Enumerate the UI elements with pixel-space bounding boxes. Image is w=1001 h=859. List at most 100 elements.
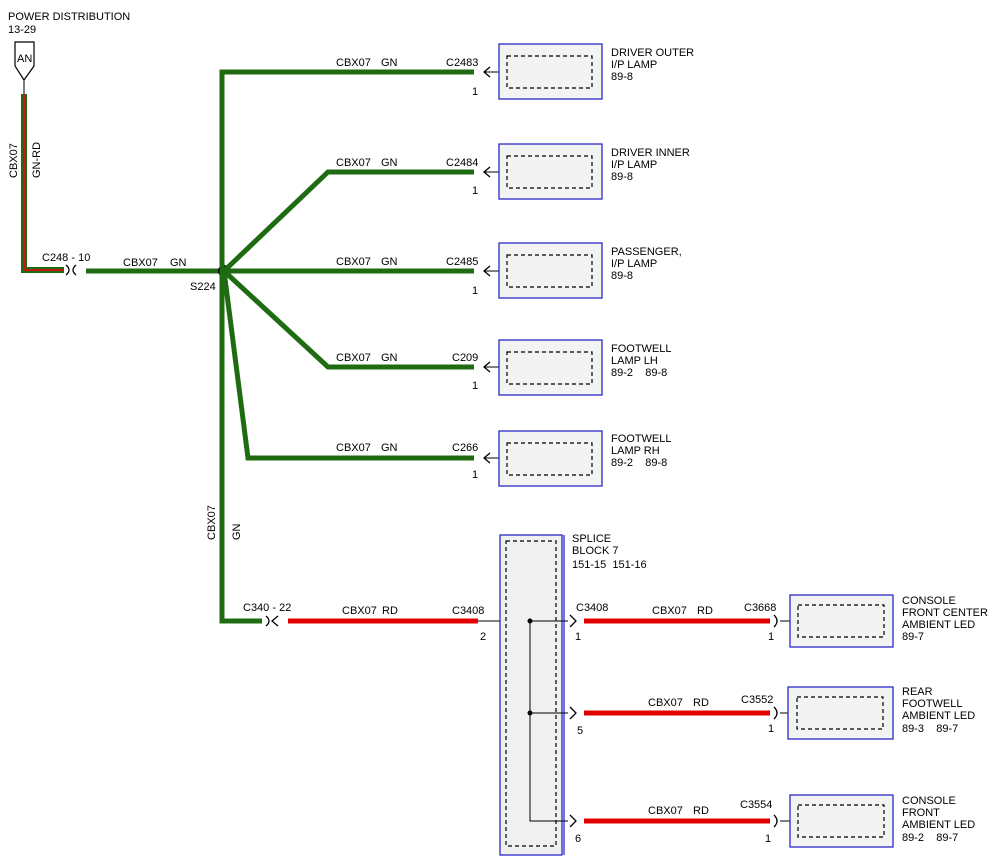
inline-connector-c340-label: C340 - 22 <box>243 602 291 614</box>
component-label-line: AMBIENT LED <box>902 819 975 831</box>
splice-out-connector-pin-5 <box>569 706 577 720</box>
branch-circuit-label: CBX07 <box>336 256 371 268</box>
component-ref: 89-2 89-7 <box>902 832 958 844</box>
component-label-line: FOOTWELL <box>611 433 672 445</box>
component-ref: 89-2 89-8 <box>611 367 667 379</box>
component-ref: 89-3 89-7 <box>902 723 958 735</box>
component-label-line: CONSOLE <box>902 595 956 607</box>
splice-pin-label: 5 <box>577 725 583 737</box>
feed-circuit-label: CBX07 <box>123 257 158 269</box>
branch-pin-label: 1 <box>472 285 478 297</box>
branch-pin-label: 1 <box>472 86 478 98</box>
branch-color-label: GN <box>381 157 398 169</box>
splice-feed-color-label: RD <box>382 605 398 617</box>
component-label-line: CONSOLE <box>902 795 956 807</box>
led-color-label: RD <box>693 805 709 817</box>
branch-connector-label: C209 <box>452 352 478 364</box>
splice-block-ref: 151-15 151-16 <box>572 559 647 571</box>
splice-block-out-connector-label: C3408 <box>576 602 608 614</box>
splice-out-connector-pin-1 <box>569 614 577 628</box>
component-footwell-lamp-rh <box>498 430 603 487</box>
led-pin-label: 1 <box>768 723 774 735</box>
branch-connector-label: C2483 <box>446 57 478 69</box>
branch-color-label: GN <box>381 442 398 454</box>
led-circuit-label: CBX07 <box>648 805 683 817</box>
branch-color-label: GN <box>381 57 398 69</box>
component-label-line: FRONT <box>902 807 940 819</box>
header-ref: 13-29 <box>8 24 36 36</box>
component-ref: 89-2 89-8 <box>611 457 667 469</box>
component-label-line: LAMP LH <box>611 355 658 367</box>
source-terminal-label: AN <box>17 53 32 65</box>
header-title: POWER DISTRIBUTION <box>8 11 130 23</box>
vertical-feed-color-label: GN <box>231 523 243 540</box>
branch-color-label: GN <box>381 352 398 364</box>
component-footwell-lamp-lh <box>498 339 603 396</box>
component-label-line: AMBIENT LED <box>902 619 975 631</box>
led-circuit-label: CBX07 <box>652 605 687 617</box>
branch-color-label: GN <box>381 256 398 268</box>
component-label-line: LAMP RH <box>611 445 660 457</box>
inline-connector-c248-label: C248 - 10 <box>42 252 90 264</box>
branch-circuit-label: CBX07 <box>336 442 371 454</box>
source-color-label: GN-RD <box>31 142 43 178</box>
component-rear-footwell-led <box>787 686 894 740</box>
splice-block-label: BLOCK 7 <box>572 545 618 557</box>
component-ref: 89-8 <box>611 270 633 282</box>
component-label-line: I/P LAMP <box>611 258 657 270</box>
branch-pin-label: 1 <box>472 469 478 481</box>
component-label-line: FOOTWELL <box>611 343 672 355</box>
branch-wire-c266 <box>221 270 474 461</box>
component-ref: 89-8 <box>611 171 633 183</box>
component-label-line: FRONT CENTER <box>902 607 988 619</box>
splice-feed-pin-label: 2 <box>480 631 486 643</box>
branch-circuit-label: CBX07 <box>336 157 371 169</box>
led-connector-label: C3552 <box>741 694 773 706</box>
component-console-front-center-led <box>789 594 894 648</box>
led-connector-label: C3668 <box>744 602 776 614</box>
branch-circuit-label: CBX07 <box>336 57 371 69</box>
branch-connector-label: C266 <box>452 442 478 454</box>
component-ref: 89-7 <box>902 631 924 643</box>
splice-block-7 <box>499 534 568 856</box>
component-label-line: PASSENGER, <box>611 246 682 258</box>
branch-wire-c2484 <box>222 169 474 273</box>
branch-wire-c209 <box>222 269 474 370</box>
component-label-line: DRIVER OUTER <box>611 47 694 59</box>
branch-wire-c2483 <box>219 69 474 271</box>
splice-s224-label: S224 <box>190 281 216 293</box>
component-label-line: REAR <box>902 686 933 698</box>
splice-feed-connector-label: C3408 <box>452 605 484 617</box>
source-terminal: AN <box>14 41 35 82</box>
branch-connector-label: C2484 <box>446 157 478 169</box>
led-color-label: RD <box>697 605 713 617</box>
splice-block-label: SPLICE <box>572 533 611 545</box>
component-label-line: FOOTWELL <box>902 698 963 710</box>
component-label-line: I/P LAMP <box>611 59 657 71</box>
branch-pin-label: 1 <box>472 185 478 197</box>
branch-connector-label: C2485 <box>446 256 478 268</box>
component-label-line: I/P LAMP <box>611 159 657 171</box>
led-pin-label: 1 <box>765 833 771 845</box>
splice-feed-circuit-label: CBX07 <box>342 605 377 617</box>
source-circuit-label: CBX07 <box>8 143 20 178</box>
source-wire <box>21 94 64 273</box>
component-passenger-lamp <box>498 242 603 299</box>
led-circuit-label: CBX07 <box>648 697 683 709</box>
vertical-feed-wire <box>219 271 262 624</box>
branch-circuit-label: CBX07 <box>336 352 371 364</box>
vertical-feed-circuit-label: CBX07 <box>206 505 218 540</box>
led-pin-label: 1 <box>768 631 774 643</box>
inline-connector-c248 <box>65 264 77 276</box>
component-console-front-led <box>789 794 894 848</box>
splice-out-connector-pin-6 <box>569 814 577 828</box>
component-label-line: DRIVER INNER <box>611 147 690 159</box>
splice-pin-label: 1 <box>575 631 581 643</box>
led-color-label: RD <box>693 697 709 709</box>
splice-pin-label: 6 <box>575 833 581 845</box>
feed-color-label: GN <box>170 257 187 269</box>
led-connector-label: C3554 <box>740 799 772 811</box>
branch-pin-label: 1 <box>472 380 478 392</box>
component-label-line: AMBIENT LED <box>902 710 975 722</box>
